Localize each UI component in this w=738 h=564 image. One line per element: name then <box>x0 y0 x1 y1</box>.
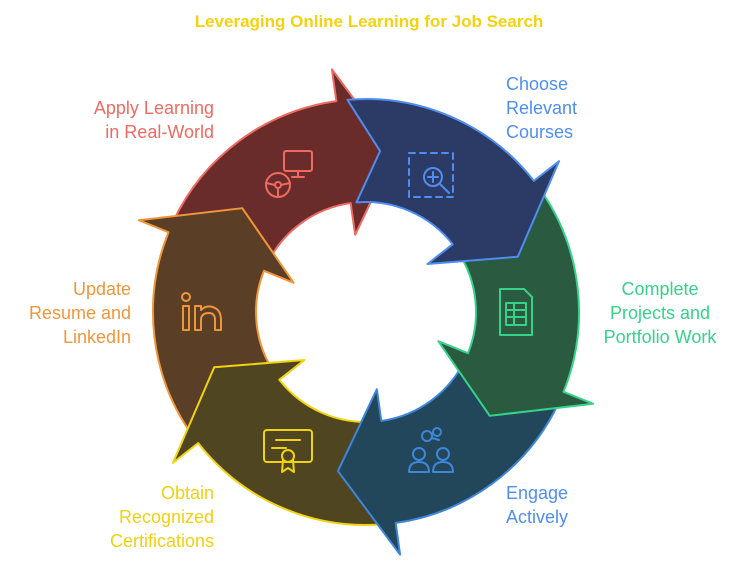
diagram-title: Leveraging Online Learning for Job Searc… <box>194 12 544 31</box>
search-document-icon <box>408 152 454 198</box>
steering-monitor-icon <box>265 150 313 198</box>
label-update-resume: Update Resume and LinkedIn <box>28 279 131 347</box>
linkedin-icon <box>181 292 222 331</box>
label-obtain-certifications: Obtain Recognized Certifications <box>109 483 214 551</box>
collaboration-icon <box>408 427 454 473</box>
segment-update-resume <box>137 207 295 436</box>
segment-obtain-certifications <box>171 359 386 526</box>
spreadsheet-icon <box>499 288 533 336</box>
certificate-icon <box>263 429 313 473</box>
label-engage-actively: Engage Actively <box>506 483 569 527</box>
label-complete-projects: Complete Projects and Portfolio Work <box>603 279 717 347</box>
label-choose-courses: Choose Relevant Courses <box>506 74 578 142</box>
label-apply-learning: Apply Learning in Real-World <box>93 98 214 142</box>
